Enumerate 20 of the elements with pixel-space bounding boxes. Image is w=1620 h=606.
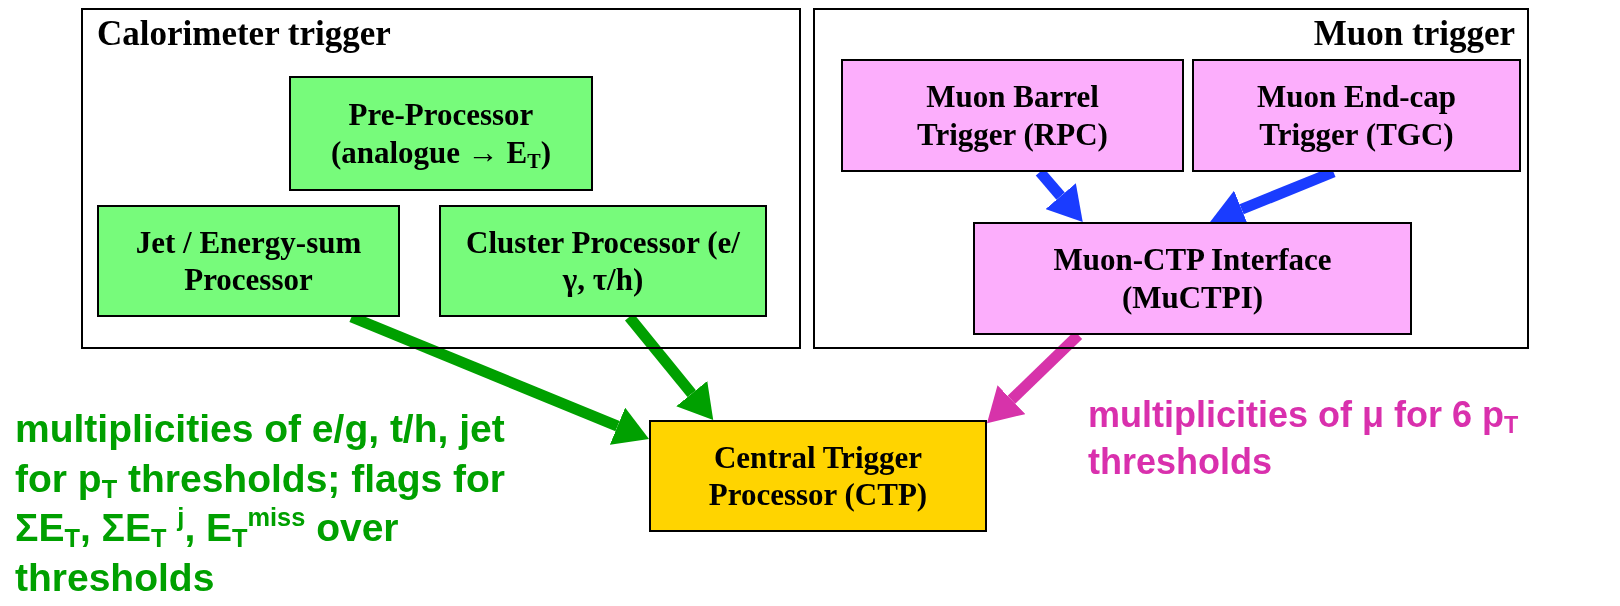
box-label: Jet / Energy-sum Processor <box>134 223 363 299</box>
group-title: Calorimeter trigger <box>97 16 391 51</box>
box-label: Central Trigger Processor (CTP) <box>707 438 929 514</box>
box-label: Pre-Processor (analogue → E$_{T}$) <box>329 96 553 171</box>
box-label: Muon-CTP Interface (MuCTPI) <box>1052 241 1333 316</box>
box-label: Muon End-cap Trigger (TGC) <box>1256 78 1457 153</box>
annotation-text: multiplicities of e/g, t/h, jet for p$_{T}$ thresholds; flags for ΣE$_{T}$, ΣE$_{T}$ $^{j}$, E$_{T}$$^{miss}$ over thresholds <box>15 406 506 601</box>
process-box <box>97 205 400 317</box>
annotation-text: multiplicities of μ for 6 p$_{T}$ thresholds <box>1088 393 1520 484</box>
process-box <box>1192 59 1521 172</box>
group-title: Muon trigger <box>1313 16 1515 51</box>
process-box <box>649 420 987 532</box>
process-box <box>973 222 1412 335</box>
process-box <box>289 76 593 191</box>
box-label: Muon Barrel Trigger (RPC) <box>916 78 1109 153</box>
process-box <box>841 59 1184 172</box>
box-label: Cluster Processor (e/γ, τ/h) <box>465 223 741 299</box>
group-panel <box>813 8 1529 349</box>
group-panel <box>81 8 801 349</box>
process-box <box>439 205 767 317</box>
